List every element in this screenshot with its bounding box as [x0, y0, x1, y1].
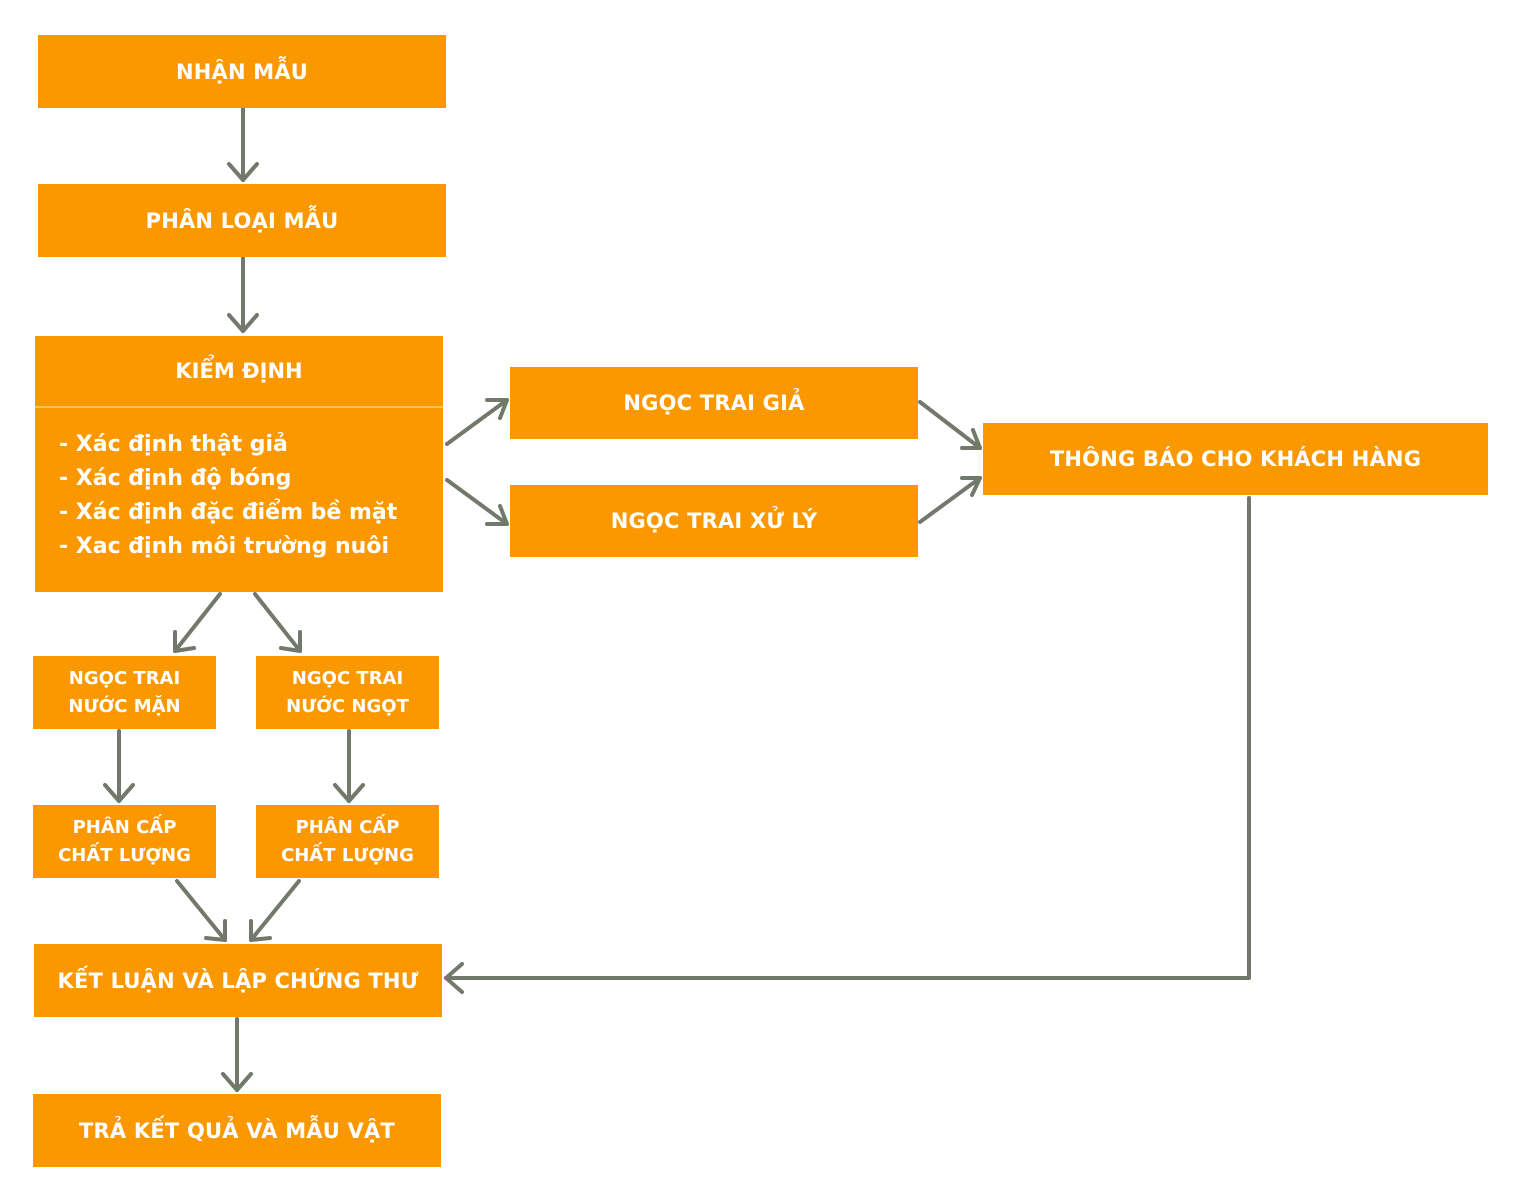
node-receive-sample-label: NHẬN MẪU — [175, 59, 309, 84]
node-return-results: TRẢ KẾT QUẢ VÀ MẪU VẬT — [33, 1094, 441, 1167]
arrow-inspect-to-freshwater — [253, 592, 302, 653]
node-return-results-label: TRẢ KẾT QUẢ VÀ MẪU VẬT — [79, 1118, 395, 1143]
node-notify-customer: THÔNG BÁO CHO KHÁCH HÀNG — [983, 423, 1488, 495]
arrow-inspect-to-treated — [445, 478, 509, 526]
arrow-grade-salt-to-conclude — [175, 879, 227, 942]
arrow-saltwater-to-grade — [103, 729, 135, 803]
inspection-criterion: - Xác định độ bóng — [59, 466, 292, 491]
arrow-conclude-to-return — [221, 1017, 253, 1092]
node-freshwater-pearl: NGỌC TRAI NƯỚC NGỌT — [256, 656, 439, 729]
node-fake-pearl-label: NGỌC TRAI GIẢ — [623, 391, 805, 415]
node-fake-pearl: NGỌC TRAI GIẢ — [510, 367, 918, 439]
node-conclusion-certificate-label: KẾT LUẬN VÀ LẬP CHỨNG THƯ — [57, 968, 419, 993]
node-grade-saltwater: PHÂN CẤP CHẤT LƯỢNG — [33, 805, 216, 878]
node-saltwater-pearl: NGỌC TRAI NƯỚC MẶN — [33, 656, 216, 729]
inspection-criterion: - Xác định thật giả — [59, 432, 288, 457]
node-grade-freshwater: PHÂN CẤP CHẤT LƯỢNG — [256, 805, 439, 878]
node-inspection: KIỂM ĐỊNH - Xác định thật giả - Xác định… — [35, 336, 443, 592]
node-saltwater-line1: NGỌC TRAI — [68, 667, 181, 689]
node-inspection-title: KIỂM ĐỊNH — [35, 336, 443, 408]
node-grade-saltwater-line2: CHẤT LƯỢNG — [58, 844, 191, 866]
arrow-receive-to-classify — [227, 106, 259, 182]
node-saltwater-line2: NƯỚC MẶN — [68, 695, 181, 717]
node-conclusion-certificate: KẾT LUẬN VÀ LẬP CHỨNG THƯ — [34, 944, 442, 1017]
node-treated-pearl: NGỌC TRAI XỬ LÝ — [510, 485, 918, 557]
node-grade-freshwater-line1: PHÂN CẤP — [295, 816, 400, 838]
node-freshwater-line1: NGỌC TRAI — [291, 667, 404, 689]
node-treated-pearl-label: NGỌC TRAI XỬ LÝ — [610, 509, 818, 533]
arrow-classify-to-inspect — [227, 256, 259, 333]
inspection-criteria-list: - Xác định thật giả - Xác định độ bóng -… — [35, 408, 443, 564]
arrow-treated-to-notify — [918, 476, 982, 524]
arrow-notify-to-conclude — [444, 496, 1251, 994]
node-classify-sample: PHÂN LOẠI MẪU — [38, 184, 446, 257]
inspection-criterion: - Xác định đặc điểm bề mặt — [59, 500, 398, 525]
node-freshwater-line2: NƯỚC NGỌT — [286, 695, 409, 717]
arrow-inspect-to-fake — [445, 398, 509, 446]
arrow-fake-to-notify — [918, 400, 982, 450]
node-receive-sample: NHẬN MẪU — [38, 35, 446, 108]
inspection-criterion: - Xac định môi trường nuôi — [59, 534, 389, 559]
node-notify-customer-label: THÔNG BÁO CHO KHÁCH HÀNG — [1049, 447, 1422, 471]
node-grade-freshwater-line2: CHẤT LƯỢNG — [281, 844, 414, 866]
arrow-inspect-to-saltwater — [173, 592, 222, 653]
node-grade-saltwater-line1: PHÂN CẤP — [72, 816, 177, 838]
arrow-grade-fresh-to-conclude — [249, 879, 301, 942]
arrow-freshwater-to-grade — [333, 729, 365, 803]
node-classify-sample-label: PHÂN LOẠI MẪU — [145, 208, 339, 233]
